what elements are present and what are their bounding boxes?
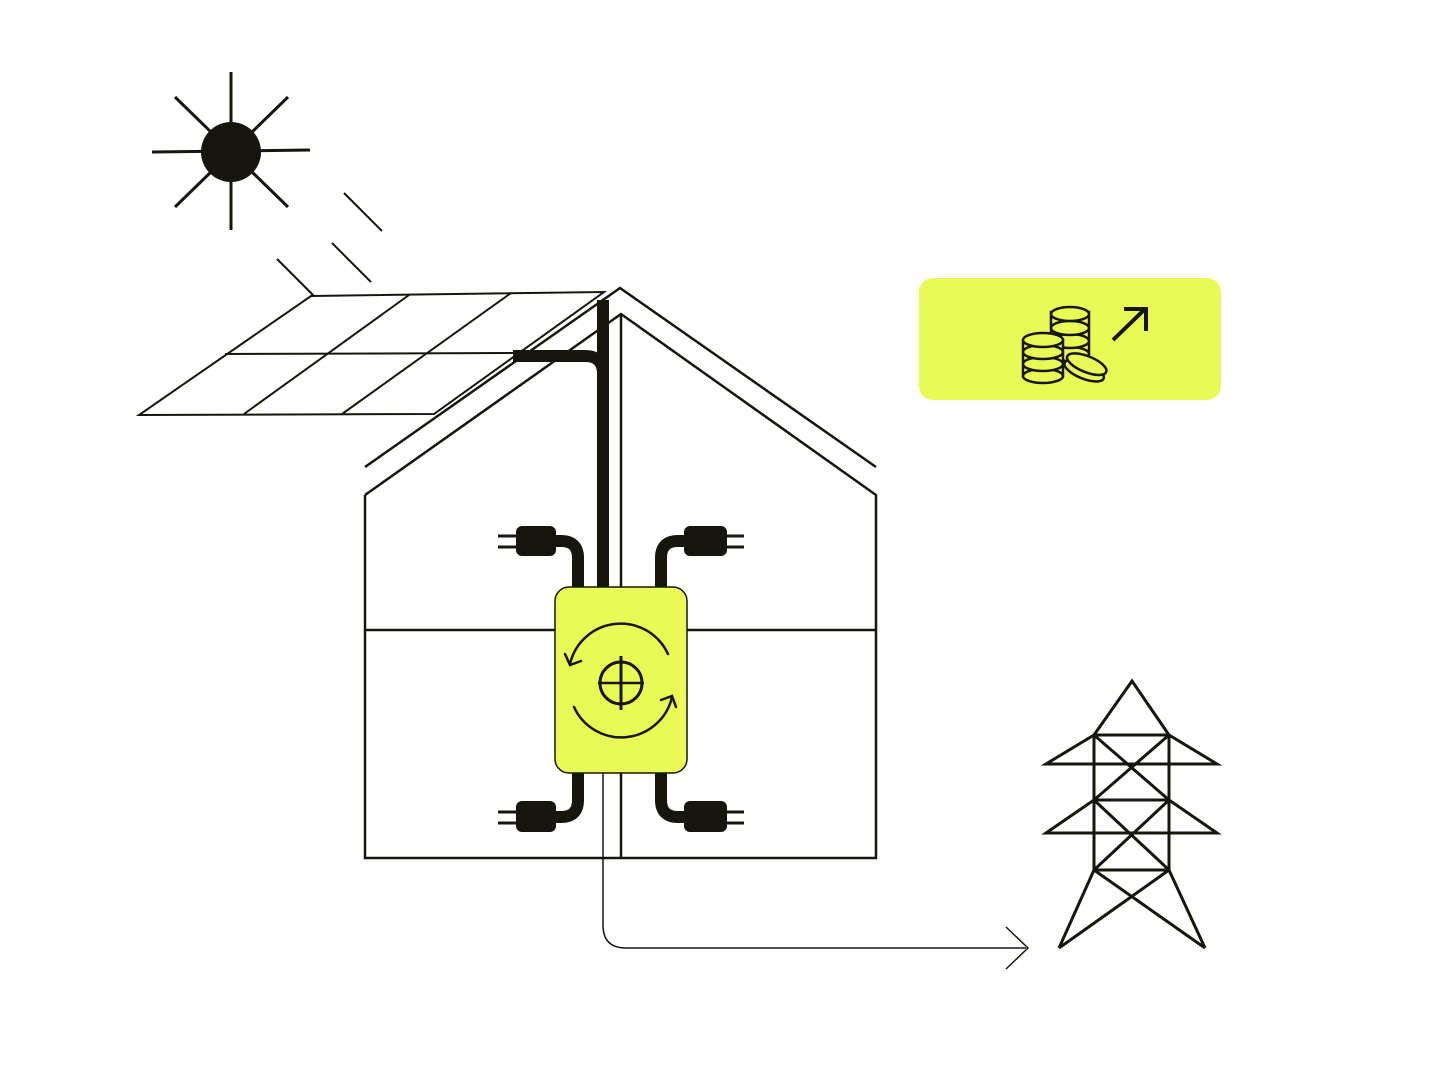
coins-up-icon bbox=[1021, 305, 1108, 385]
solar-panel-icon bbox=[135, 290, 608, 417]
sun-rays bbox=[276, 192, 383, 297]
plug-bottom-right bbox=[655, 772, 744, 832]
roof-outer bbox=[364, 286, 877, 469]
phi-symbol-icon bbox=[598, 656, 644, 710]
cycle-arrows-icon bbox=[563, 622, 678, 739]
power-pylon-icon bbox=[1040, 678, 1223, 950]
main-cable bbox=[513, 300, 609, 587]
inverter-icon bbox=[554, 586, 688, 774]
plug-top-left bbox=[498, 526, 584, 587]
plug-bottom-left bbox=[498, 772, 584, 832]
arrow-right-icon bbox=[602, 772, 1030, 970]
roof-inner bbox=[363, 312, 878, 860]
savings-badge bbox=[919, 278, 1221, 400]
plug-top-right bbox=[655, 526, 744, 587]
trend-up-arrow-icon bbox=[1111, 307, 1148, 342]
sun-icon bbox=[151, 72, 311, 230]
